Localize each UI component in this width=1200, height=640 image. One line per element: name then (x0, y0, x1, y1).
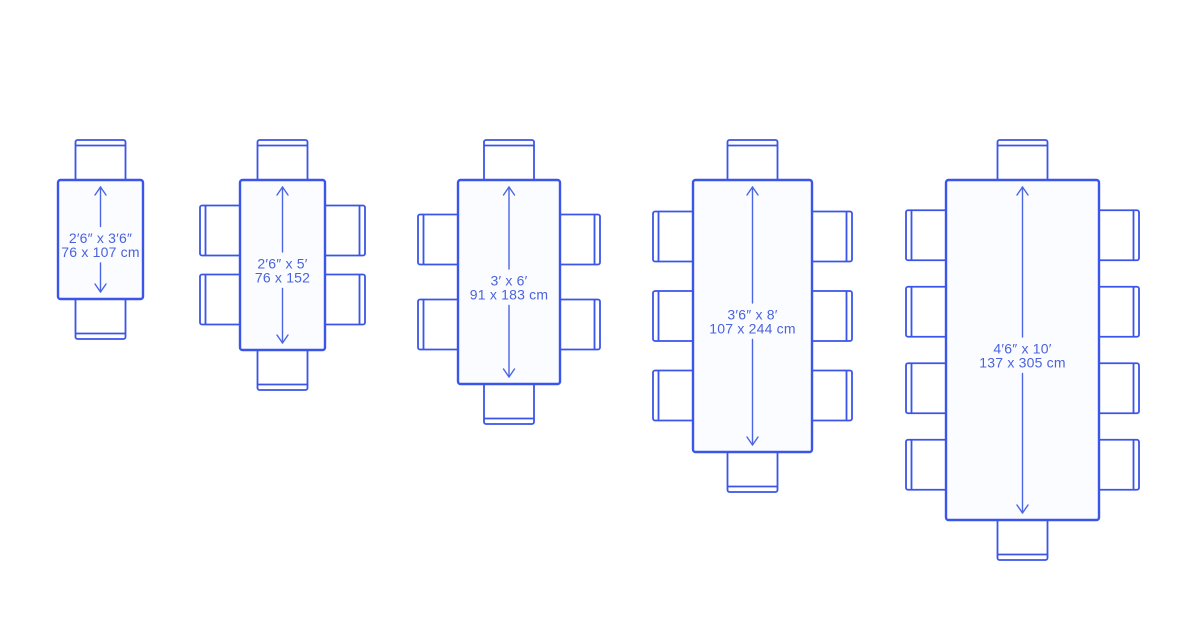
chair-right-4 (1096, 438, 1140, 491)
chair-left-2 (652, 290, 696, 342)
table-diagram-3: 3′ x 6′91 x 183 cm (417, 139, 601, 425)
chair-right-1 (557, 213, 601, 266)
metric-dimension-label: 137 x 305 cm (979, 355, 1065, 371)
arrowhead-down-icon (276, 334, 289, 344)
table-surface (238, 178, 327, 352)
arrowhead-down-icon (502, 368, 516, 378)
chair-left-1 (417, 213, 461, 266)
chair-top (996, 139, 1049, 183)
chair-bottom (726, 449, 779, 493)
length-dimension-arrow (276, 186, 289, 344)
table-diagram-4: 3′6″ x 8′107 x 244 cm (652, 139, 853, 493)
length-dimension-arrow (746, 186, 759, 446)
chair-top (483, 139, 535, 183)
arrowhead-down-icon (94, 283, 107, 293)
chair-right-3 (809, 369, 853, 422)
arrowhead-up-icon (502, 186, 516, 196)
arrowhead-down-icon (746, 436, 759, 446)
chair-top (726, 139, 779, 183)
chair-right-2 (1096, 285, 1140, 338)
imperial-dimension-label: 3′6″ x 8′ (727, 307, 777, 323)
length-dimension-arrow (1016, 186, 1029, 514)
arrowhead-up-icon (1016, 186, 1029, 196)
metric-dimension-label: 76 x 107 cm (61, 244, 139, 260)
chair-right-1 (322, 204, 366, 257)
table-diagram-1: 2′6″ x 3′6″76 x 107 cm (56, 139, 145, 340)
metric-dimension-label: 76 x 152 (255, 270, 310, 286)
chair-left-2 (417, 298, 461, 351)
length-dimension-arrow (94, 186, 107, 293)
chair-left-1 (905, 209, 949, 262)
table-surface (56, 178, 145, 301)
imperial-dimension-label: 4′6″ x 10′ (993, 341, 1051, 357)
chair-bottom (256, 347, 309, 391)
table-surface (456, 178, 562, 386)
imperial-dimension-label: 3′ x 6′ (490, 273, 527, 289)
arrowhead-down-icon (1016, 504, 1029, 514)
table-surface (944, 178, 1101, 522)
chair-left-2 (905, 285, 949, 338)
arrowhead-up-icon (276, 186, 289, 196)
length-dimension-arrow (502, 186, 516, 378)
chair-bottom (74, 296, 127, 340)
chair-left-1 (199, 204, 243, 257)
chair-left-3 (905, 362, 949, 415)
table-surface (691, 178, 814, 454)
chair-left-3 (652, 369, 696, 422)
metric-dimension-label: 107 x 244 cm (709, 321, 795, 337)
chair-right-2 (322, 273, 366, 326)
table-diagram-5: 4′6″ x 10′137 x 305 cm (905, 139, 1140, 561)
chair-top (256, 139, 309, 183)
arrowhead-up-icon (94, 186, 107, 196)
chair-right-1 (809, 210, 853, 263)
imperial-dimension-label: 2′6″ x 3′6″ (69, 230, 132, 246)
chair-right-3 (1096, 362, 1140, 415)
imperial-dimension-label: 2′6″ x 5′ (257, 256, 307, 272)
metric-dimension-label: 91 x 183 cm (470, 287, 548, 303)
arrowhead-up-icon (746, 186, 759, 196)
chair-right-2 (557, 298, 601, 351)
chair-left-1 (652, 210, 696, 263)
chair-right-2 (809, 290, 853, 342)
chair-bottom (483, 381, 535, 425)
table-diagram-2: 2′6″ x 5′76 x 152 (199, 139, 366, 391)
chair-top (74, 139, 127, 183)
chair-left-2 (199, 273, 243, 326)
chair-right-1 (1096, 209, 1140, 262)
chair-bottom (996, 517, 1049, 561)
chair-left-4 (905, 438, 949, 491)
